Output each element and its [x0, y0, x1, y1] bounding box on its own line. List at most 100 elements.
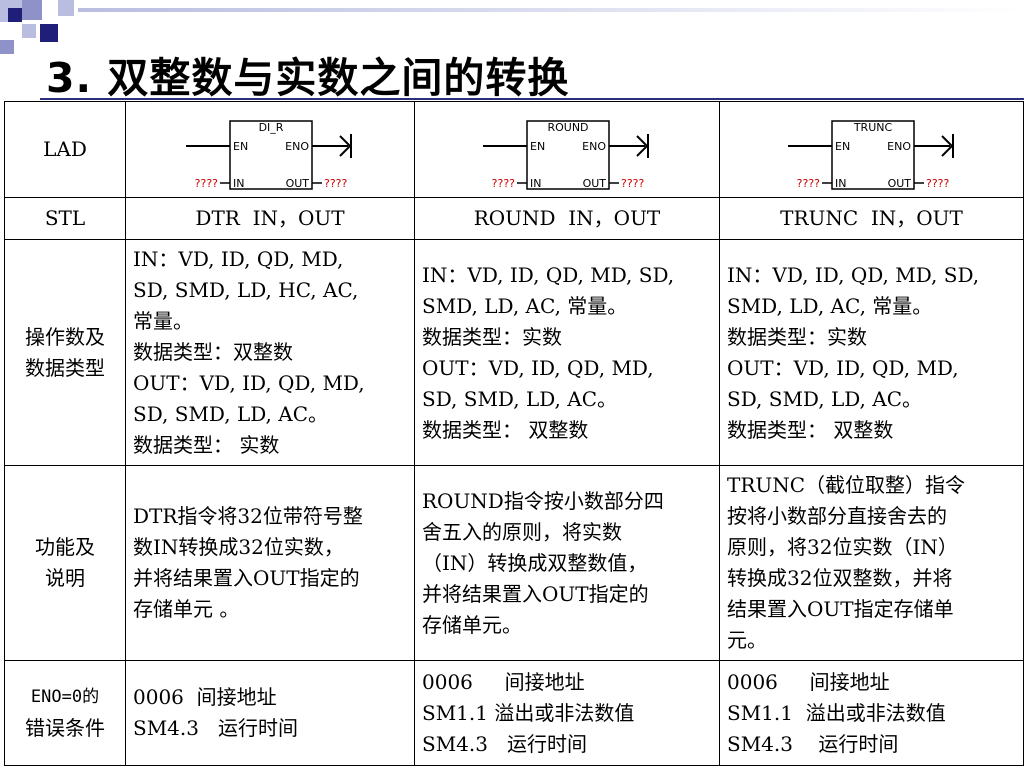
table-row-operands: 操作数及 数据类型 IN：VD, ID, QD, MD, SD, SMD, LD…	[4, 239, 1024, 466]
text-line: IN：VD, ID, QD, MD, SD,	[422, 262, 675, 287]
text-line: 数据类型：实数	[422, 324, 562, 349]
text-line: 并将结果置入OUT指定的	[133, 566, 360, 590]
text-line: 舍五入的原则，将实数	[422, 519, 622, 544]
row-header-line: ENO=0的	[30, 687, 100, 707]
text-line: 数据类型：双整数	[133, 340, 293, 364]
text-line: SM4.3 运行时间	[727, 731, 899, 756]
text-line: OUT：VD, ID, QD, MD,	[422, 355, 654, 380]
text-line: 原则，将32位实数（IN）	[727, 535, 958, 559]
text-line: IN：VD, ID, QD, MD, SD,	[727, 262, 980, 287]
in-pin: IN	[233, 177, 244, 190]
row-header-line: 错误条件	[25, 716, 105, 740]
text-line: 结果置入OUT指定存储单	[727, 597, 954, 621]
function-round: ROUND指令按小数部分四 舍五入的原则，将实数 （IN）转换成双整数值， 并将…	[414, 465, 720, 661]
text-line: 常量。	[133, 309, 193, 333]
lad-cell-round: ROUND EN ENO IN OUT ???? ????	[414, 101, 720, 198]
en-pin: EN	[835, 140, 850, 153]
in-pin: IN	[835, 177, 846, 190]
text-line: 0006 间接地址	[727, 669, 890, 694]
slide-title: 3. 双整数与实数之间的转换	[46, 54, 570, 102]
text-line: DTR指令将32位带符号整	[133, 504, 363, 528]
en-pin: EN	[530, 140, 545, 153]
row-header-function: 功能及 说明	[4, 465, 126, 661]
text-line: SM1.1 溢出或非法数值	[727, 700, 946, 725]
eno-pin: ENO	[887, 140, 911, 153]
box-label: DI_R	[259, 121, 284, 134]
row-header-line: 说明	[45, 566, 85, 590]
table-row-stl: STL DTR IN，OUT ROUND IN，OUT TRUNC IN，OUT	[4, 197, 1024, 240]
in-value: ????	[492, 177, 516, 190]
text-line: 数据类型： 双整数	[422, 417, 589, 442]
text-line: 元。	[727, 628, 767, 652]
table-row-function: 功能及 说明 DTR指令将32位带符号整 数IN转换成32位实数， 并将结果置入…	[4, 465, 1024, 661]
out-value: ????	[324, 177, 348, 190]
title-underline	[40, 98, 1024, 100]
in-value: ????	[195, 177, 219, 190]
en-pin: EN	[233, 140, 248, 153]
text-line: SD, SMD, LD, AC。	[727, 386, 923, 411]
text-line: ROUND指令按小数部分四	[422, 488, 664, 513]
out-value: ????	[926, 177, 950, 190]
stl-round: ROUND IN，OUT	[414, 197, 720, 240]
text-line: 数IN转换成32位实数，	[133, 535, 344, 559]
text-line: 数据类型：实数	[727, 324, 867, 349]
row-header-lad: LAD	[4, 101, 126, 198]
text-line: 按将小数部分直接舍去的	[727, 504, 947, 528]
error-dtr: 0006 间接地址 SM4.3 运行时间	[125, 660, 415, 766]
row-header-line: 数据类型	[25, 355, 105, 380]
eno-pin: ENO	[285, 140, 309, 153]
text-line: SM4.3 运行时间	[422, 731, 588, 756]
text-line: 数据类型： 双整数	[727, 417, 894, 442]
conversion-table: LAD DI_R EN ENO IN OUT ???? ????	[4, 101, 1024, 766]
operands-trunc: IN：VD, ID, QD, MD, SD, SMD, LD, AC, 常量。 …	[719, 239, 1024, 466]
text-line: IN：VD, ID, QD, MD,	[133, 247, 344, 271]
text-line: （IN）转换成双整数值，	[422, 550, 648, 575]
text-line: OUT：VD, ID, QD, MD,	[133, 371, 365, 395]
text-line: 存储单元 。	[133, 597, 240, 621]
text-line: 转换成32位双整数，并将	[727, 566, 953, 590]
error-round: 0006 间接地址 SM1.1 溢出或非法数值 SM4.3 运行时间	[414, 660, 720, 766]
in-pin: IN	[530, 177, 541, 190]
lad-cell-trunc: TRUNC EN ENO IN OUT ???? ????	[719, 101, 1024, 198]
box-label: ROUND	[547, 121, 588, 134]
out-pin: OUT	[887, 177, 911, 190]
text-line: 0006 间接地址	[133, 685, 277, 709]
row-header-stl: STL	[4, 197, 126, 240]
box-label: TRUNC	[852, 121, 892, 134]
out-pin: OUT	[583, 177, 607, 190]
ladder-box-trunc: TRUNC EN ENO IN OUT ???? ????	[787, 119, 954, 190]
operands-round: IN：VD, ID, QD, MD, SD, SMD, LD, AC, 常量。 …	[414, 239, 720, 466]
eno-pin: ENO	[582, 140, 606, 153]
text-line: SD, SMD, LD, AC。	[133, 402, 329, 426]
text-line: SD, SMD, LD, HC, AC,	[133, 278, 359, 302]
text-line: OUT：VD, ID, QD, MD,	[727, 355, 959, 380]
ladder-box-dtr: DI_R EN ENO IN OUT ???? ????	[186, 119, 352, 190]
out-value: ????	[621, 177, 645, 190]
text-line: SM4.3 运行时间	[133, 716, 299, 740]
table-row-lad: LAD DI_R EN ENO IN OUT ???? ????	[4, 101, 1024, 198]
table-row-error: ENO=0的 错误条件 0006 间接地址 SM4.3 运行时间 0006 间接…	[4, 660, 1024, 766]
lad-cell-dtr: DI_R EN ENO IN OUT ???? ????	[125, 101, 415, 198]
row-header-line: 功能及	[35, 535, 95, 559]
ladder-box-round: ROUND EN ENO IN OUT ???? ????	[483, 119, 649, 190]
row-header-operands: 操作数及 数据类型	[4, 239, 126, 466]
text-line: SM1.1 溢出或非法数值	[422, 700, 635, 725]
row-header-line: 操作数及	[25, 324, 105, 349]
text-line: 数据类型： 实数	[133, 433, 280, 457]
in-value: ????	[796, 177, 820, 190]
operands-dtr: IN：VD, ID, QD, MD, SD, SMD, LD, HC, AC, …	[125, 239, 415, 466]
stl-dtr: DTR IN，OUT	[125, 197, 415, 240]
text-line: TRUNC（截位取整）指令	[727, 473, 966, 497]
row-header-error: ENO=0的 错误条件	[4, 660, 126, 766]
text-line: SMD, LD, AC, 常量。	[422, 293, 628, 318]
function-trunc: TRUNC（截位取整）指令 按将小数部分直接舍去的 原则，将32位实数（IN） …	[719, 465, 1024, 661]
stl-trunc: TRUNC IN，OUT	[719, 197, 1024, 240]
out-pin: OUT	[286, 177, 310, 190]
text-line: 0006 间接地址	[422, 669, 585, 694]
text-line: SMD, LD, AC, 常量。	[727, 293, 933, 318]
text-line: SD, SMD, LD, AC。	[422, 386, 618, 411]
error-trunc: 0006 间接地址 SM1.1 溢出或非法数值 SM4.3 运行时间	[719, 660, 1024, 766]
function-dtr: DTR指令将32位带符号整 数IN转换成32位实数， 并将结果置入OUT指定的 …	[125, 465, 415, 661]
text-line: 存储单元。	[422, 612, 522, 637]
text-line: 并将结果置入OUT指定的	[422, 581, 649, 606]
